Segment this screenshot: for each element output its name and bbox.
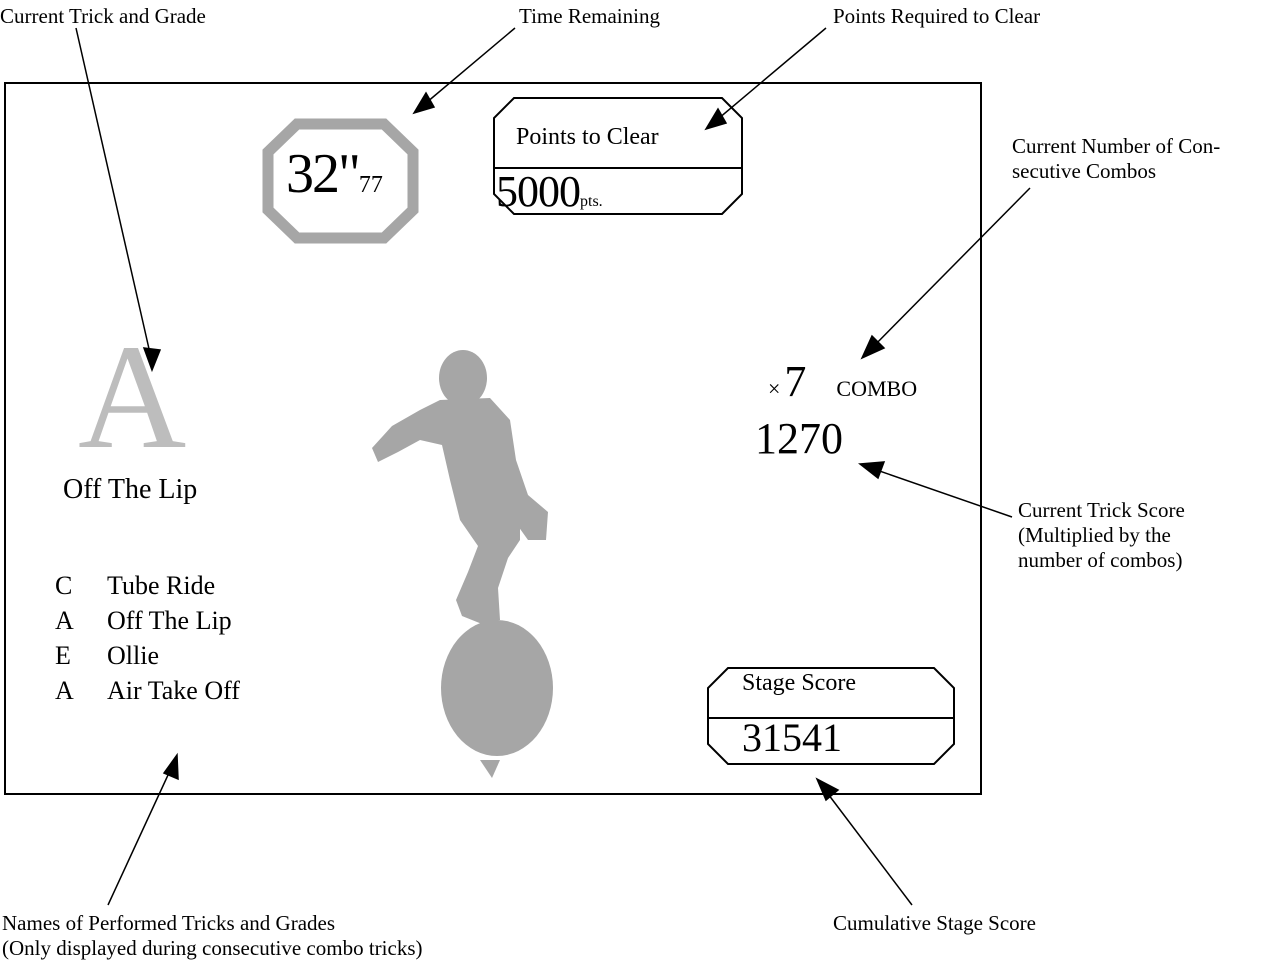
callout-performed-line2: (Only displayed during consecutive combo… (2, 936, 423, 960)
combo-display: × 7 COMBO (768, 356, 917, 407)
callout-current-trick-grade: Current Trick and Grade (0, 4, 206, 28)
timer-seconds: 32" (286, 143, 361, 205)
points-value: 5000 (496, 167, 581, 216)
trick-list-row: C Tube Ride (55, 568, 240, 603)
combo-word: COMBO (836, 376, 918, 401)
trick-list-grade: C (55, 571, 73, 600)
surfer-silhouette (372, 350, 553, 778)
timer-hundredths: 77 (358, 172, 383, 198)
stage-score-label: Stage Score (742, 670, 856, 696)
stage-score-value: 31541 (742, 715, 842, 760)
points-to-clear-label: Points to Clear (516, 124, 659, 150)
callout-trick-score-line3: number of combos) (1018, 548, 1183, 572)
stage-score-panel (707, 667, 955, 765)
trick-list-name: Ollie (107, 641, 159, 670)
current-grade: A (78, 314, 187, 480)
callout-combo-count-line1: Current Number of Con- (1012, 134, 1221, 158)
points-unit: pts. (580, 193, 603, 210)
callout-trick-score-line1: Current Trick Score (1018, 498, 1185, 522)
timer-display: 32"77 (286, 142, 383, 206)
combo-prefix: × (768, 376, 781, 401)
points-to-clear-panel (493, 97, 743, 215)
points-to-clear-value: 5000pts. (496, 170, 603, 224)
trick-list-grade: E (55, 641, 71, 670)
trick-list-row: A Air Take Off (55, 673, 240, 708)
callout-performed-line1: Names of Performed Tricks and Grades (2, 911, 336, 935)
callout-time-remaining: Time Remaining (519, 4, 660, 28)
callout-points-required: Points Required to Clear (833, 4, 1041, 28)
callout-performed-tricks: Names of Performed Tricks and Grades (On… (2, 911, 422, 961)
combo-count: 7 (784, 357, 807, 406)
trick-list-name: Tube Ride (107, 571, 216, 600)
trick-list: C Tube Ride A Off The Lip E Ollie A Air Take… (55, 568, 240, 708)
callout-combo-count-line2: secutive Combos (1012, 159, 1157, 183)
callout-trick-score: Current Trick Score (Multiplied by the n… (1018, 498, 1185, 573)
current-trick-name: Off The Lip (63, 474, 198, 505)
trick-list-name: Air Take Off (107, 676, 240, 705)
trick-list-row: E Ollie (55, 638, 240, 673)
callout-cumulative-stage-score: Cumulative Stage Score (833, 911, 1036, 935)
game-screen (4, 82, 982, 795)
trick-list-row: A Off The Lip (55, 603, 240, 638)
trick-list-name: Off The Lip (107, 606, 232, 635)
callout-arrows (75, 27, 1031, 906)
callout-trick-score-line2: (Multiplied by the (1018, 523, 1171, 547)
trick-list-grade: A (55, 676, 74, 705)
callout-combo-count: Current Number of Con- secutive Combos (1012, 134, 1220, 184)
trick-list-grade: A (55, 606, 74, 635)
timer-octagon (262, 118, 419, 244)
trick-score: 1270 (755, 414, 843, 463)
